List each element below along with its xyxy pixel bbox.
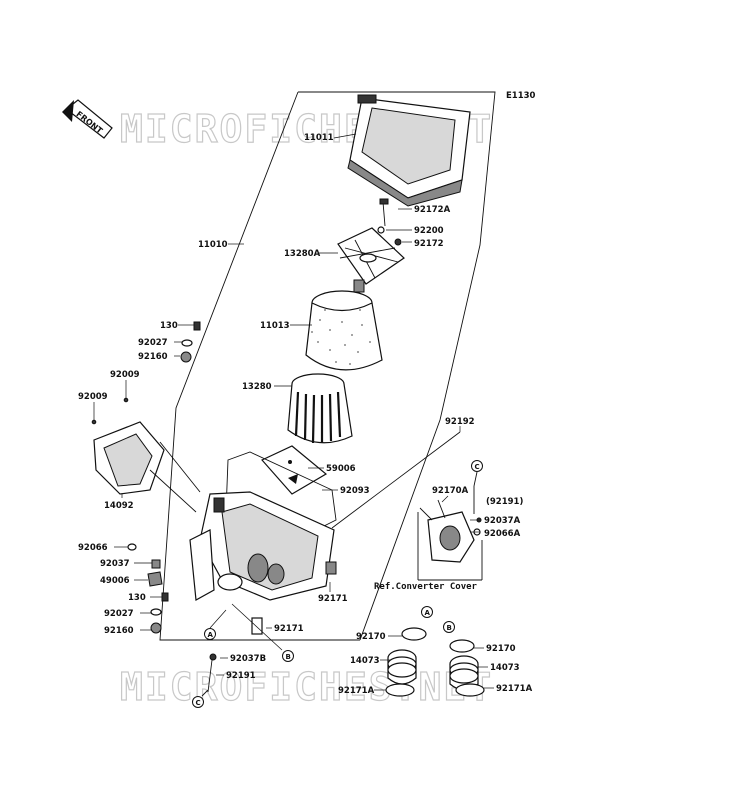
callout-92171-right: 92171	[318, 594, 348, 604]
callout-92160-bottom: 92160	[104, 626, 134, 636]
svg-text:B: B	[447, 624, 452, 632]
svg-text:C: C	[196, 699, 201, 707]
svg-text:C: C	[475, 463, 480, 471]
grommet-92160-bottom	[150, 622, 162, 634]
duct-14073-left	[387, 649, 417, 685]
callout-92009-b: 92009	[78, 392, 108, 402]
clamp-92171a-left	[385, 683, 415, 697]
callout-13280a: 13280A	[284, 249, 321, 259]
callout-92172: 92172	[414, 239, 444, 249]
callout-92192: 92192	[445, 417, 475, 427]
screw-92009-a	[123, 397, 129, 403]
callout-11010: 11010	[198, 240, 228, 250]
callout-92172a: 92172A	[414, 205, 451, 215]
callout-92191-paren: (92191)	[486, 497, 523, 507]
callout-92093: 92093	[340, 486, 370, 496]
duct-14092	[93, 421, 201, 513]
hose-92192	[331, 431, 461, 529]
watermark-bottom: MICROFICHES.NET	[120, 665, 493, 709]
callout-92191: 92191	[226, 671, 256, 681]
air-cleaner-cover	[347, 94, 471, 207]
marker-b-left: B	[282, 650, 294, 662]
marker-c-bottom: C	[192, 696, 204, 708]
marker-a-right: A	[421, 606, 433, 618]
callout-49006: 49006	[100, 576, 130, 586]
callout-130-bottom: 130	[128, 593, 146, 603]
callout-92037: 92037	[100, 559, 130, 569]
plug-92066	[127, 543, 137, 551]
callout-92037b: 92037B	[230, 654, 266, 664]
screw-92009-b	[91, 419, 97, 425]
bolt-130-bottom	[161, 592, 169, 602]
leader-lines	[93, 133, 494, 691]
callout-59006: 59006	[326, 464, 356, 474]
damper-49006	[147, 571, 163, 587]
bolt-92170a	[437, 499, 446, 519]
marker-b-right: B	[443, 621, 455, 633]
bolt-130-top	[193, 321, 201, 331]
marker-a-left: A	[204, 628, 216, 640]
ref-converter-cover-note: Ref.Converter Cover	[374, 582, 478, 592]
gasket-59006	[261, 445, 328, 495]
duct-14073-right	[449, 655, 479, 691]
bolt-92172a	[379, 198, 389, 227]
callout-92171a-right: 92171A	[496, 684, 533, 694]
front-arrow-icon: FRONT	[62, 99, 113, 139]
marker-c-top-link	[473, 471, 478, 487]
clamp-92170-right	[449, 639, 475, 653]
converter-cover	[419, 507, 475, 563]
callout-92171a-left: 92171A	[338, 686, 375, 696]
collar-92027-top	[181, 339, 193, 347]
clamp-92037	[151, 559, 161, 569]
callout-14092: 14092	[104, 501, 134, 511]
callout-92009-a: 92009	[110, 370, 140, 380]
callout-92066: 92066	[78, 543, 108, 553]
bolt-92172	[394, 238, 402, 246]
svg-text:A: A	[425, 609, 431, 617]
filter-element-11013	[305, 290, 383, 371]
callout-14073-left: 14073	[350, 656, 380, 666]
svg-text:A: A	[208, 631, 214, 639]
callout-92171-bottom: 92171	[274, 624, 304, 634]
clamp-92171a-right	[455, 683, 485, 697]
assembly-frame-left	[159, 91, 360, 641]
callout-92037a: 92037A	[484, 516, 521, 526]
callout-92170a: 92170A	[432, 486, 469, 496]
callout-13280: 13280	[242, 382, 272, 392]
callout-92200: 92200	[414, 226, 444, 236]
clamp-92037b	[209, 653, 217, 661]
assembly-frame-right	[298, 91, 496, 641]
marker-c-top: C	[471, 460, 483, 472]
tube-92191-bottom	[207, 659, 213, 693]
callout-92170-left: 92170	[356, 632, 386, 642]
filter-cage-13280	[287, 373, 353, 444]
callout-130-top: 130	[160, 321, 178, 331]
washer-92200	[377, 226, 385, 234]
filter-frame-13280a	[337, 227, 405, 293]
grommet-92160-top	[180, 351, 192, 363]
clamp-92170-left	[401, 627, 427, 641]
marker-c-bottom-link	[201, 689, 209, 697]
callout-92170-right: 92170	[486, 644, 516, 654]
air-cleaner-housing	[189, 491, 337, 635]
diagram-code: E1130	[506, 91, 536, 101]
callout-14073-right: 14073	[490, 663, 520, 673]
collar-92027-bottom	[150, 608, 162, 616]
callout-92027-top: 92027	[138, 338, 168, 348]
callout-92160-top: 92160	[138, 352, 168, 362]
callout-11013: 11013	[260, 321, 290, 331]
svg-text:B: B	[286, 653, 291, 661]
callout-11011: 11011	[304, 133, 334, 143]
callout-92027-bottom: 92027	[104, 609, 134, 619]
callout-92066a: 92066A	[484, 529, 521, 539]
